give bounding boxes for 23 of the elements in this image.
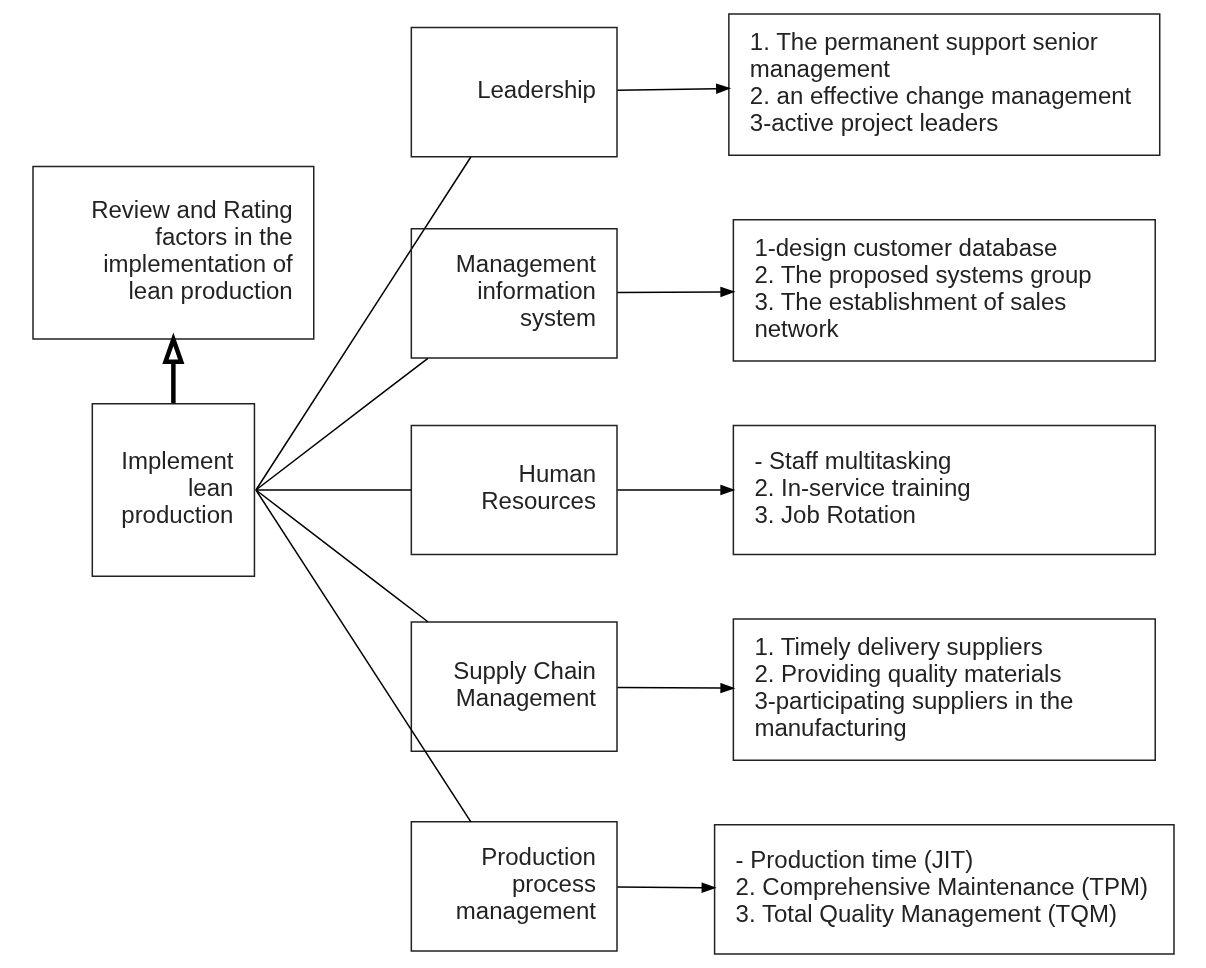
arrow <box>616 484 735 496</box>
arrow <box>616 83 731 94</box>
node-box: Management information system <box>410 228 618 359</box>
node-box: - Production time (JIT) 2. Comprehensive Maintenance (TPM) 3. Total Quality Management (TQM) <box>713 824 1175 955</box>
connector <box>254 489 412 491</box>
node-box: Leadership <box>410 26 618 158</box>
node-box: Supply Chain Management <box>410 621 618 752</box>
node-box: - Staff multitasking 2. In-service training 3. Job Rotation <box>732 424 1156 556</box>
arrow <box>161 332 184 404</box>
node-box: Human Resources <box>410 424 618 556</box>
connector <box>254 489 472 823</box>
node-box: Production process management <box>410 821 618 952</box>
arrow <box>616 682 735 694</box>
connector <box>254 489 429 623</box>
node-box: 1-design customer database 2. The proposed systems group 3. The establishment of sales network <box>732 219 1156 362</box>
connector <box>254 156 472 491</box>
connector <box>254 357 429 491</box>
node-box: 1. Timely delivery suppliers 2. Providing quality materials 3-participating suppliers in the manufacturing <box>732 618 1156 761</box>
arrow <box>616 286 735 298</box>
node-box: Implement lean production <box>91 402 255 578</box>
node-box: 1. The permanent support senior management 2. an effective change management 3-active project leaders <box>727 13 1160 156</box>
node-box: Review and Rating factors in the implementation of lean production <box>31 165 314 340</box>
arrow <box>616 882 717 893</box>
